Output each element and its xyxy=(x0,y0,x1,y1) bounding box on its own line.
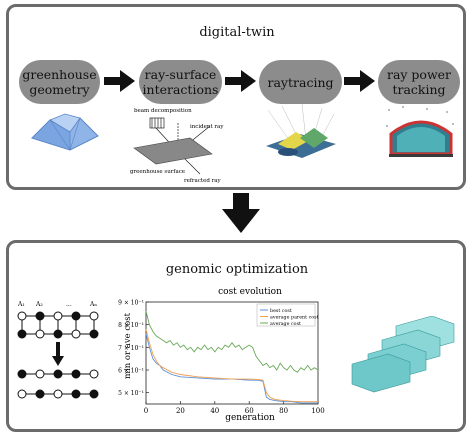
ray-surface-diagram: beam decomposition incident ray greenhou… xyxy=(130,108,224,184)
series-line-0 xyxy=(145,333,318,404)
genome-crossover-diagram: A₁ A₂ ... Aₙ xyxy=(17,301,99,399)
refracted-ray-label: refracted ray xyxy=(184,178,222,184)
chart-x-axis-label: generation xyxy=(225,413,275,423)
series-line-2 xyxy=(145,310,319,373)
x-tick-label: 100 xyxy=(311,407,324,415)
y-tick-label: 6 × 10⁻¹ xyxy=(118,368,144,375)
raytracing-3d-image xyxy=(266,104,336,158)
step-raytracing: raytracing xyxy=(259,60,342,104)
optimized-greenhouse-image xyxy=(351,316,455,393)
greenhouse-mesh-image xyxy=(31,113,99,151)
step-ray-power-tracking: ray power tracking xyxy=(378,60,460,104)
arrow-right-icon xyxy=(225,70,256,92)
y-tick-label: 5 × 10⁻¹ xyxy=(118,390,144,397)
step-ray-surface-interactions: ray-surface interactions xyxy=(139,60,222,104)
genomic-optimization-panel xyxy=(6,240,466,432)
greenhouse-surface-label: greenhouse surface xyxy=(130,169,185,175)
x-tick-label: 0 xyxy=(144,407,148,415)
x-tick-label: 60 xyxy=(245,407,254,415)
genomic-optimization-title: genomic optimization xyxy=(165,262,309,277)
chart-y-axis-label: min or ave cost xyxy=(123,312,133,379)
down-arrow-icon xyxy=(222,193,260,233)
step-greenhouse-geometry: greenhouse geometry xyxy=(19,60,100,104)
incident-ray-label: incident ray xyxy=(190,124,224,130)
arrow-right-icon xyxy=(344,70,375,92)
legend-label: average parent cost xyxy=(270,314,319,320)
series-line-1 xyxy=(145,329,318,403)
gene-label-a2: A₂ xyxy=(35,301,43,308)
legend-label: average cost xyxy=(270,321,301,327)
legend-box xyxy=(256,303,316,327)
gene-label-dots: ... xyxy=(66,301,72,308)
arrow-right-icon xyxy=(104,70,135,92)
ray-power-tracking-image xyxy=(386,106,454,157)
x-tick-label: 20 xyxy=(176,407,185,415)
y-tick-label: 9 × 10⁻¹ xyxy=(118,300,144,307)
x-tick-label: 80 xyxy=(279,407,288,415)
cost-evolution-chart: cost evolution min or ave cost generatio… xyxy=(118,287,325,423)
beam-decomposition-label: beam decomposition xyxy=(134,108,192,114)
legend-label: best cost xyxy=(270,308,292,314)
gene-label-a1: A₁ xyxy=(17,301,25,308)
chart-title: cost evolution xyxy=(218,287,282,297)
gene-label-an: Aₙ xyxy=(89,301,97,308)
x-tick-label: 40 xyxy=(210,407,219,415)
digital-twin-title: digital-twin xyxy=(199,25,275,40)
plot-frame xyxy=(145,301,319,405)
y-tick-label: 8 × 10⁻¹ xyxy=(118,322,144,329)
y-tick-label: 7 × 10⁻¹ xyxy=(118,345,144,352)
